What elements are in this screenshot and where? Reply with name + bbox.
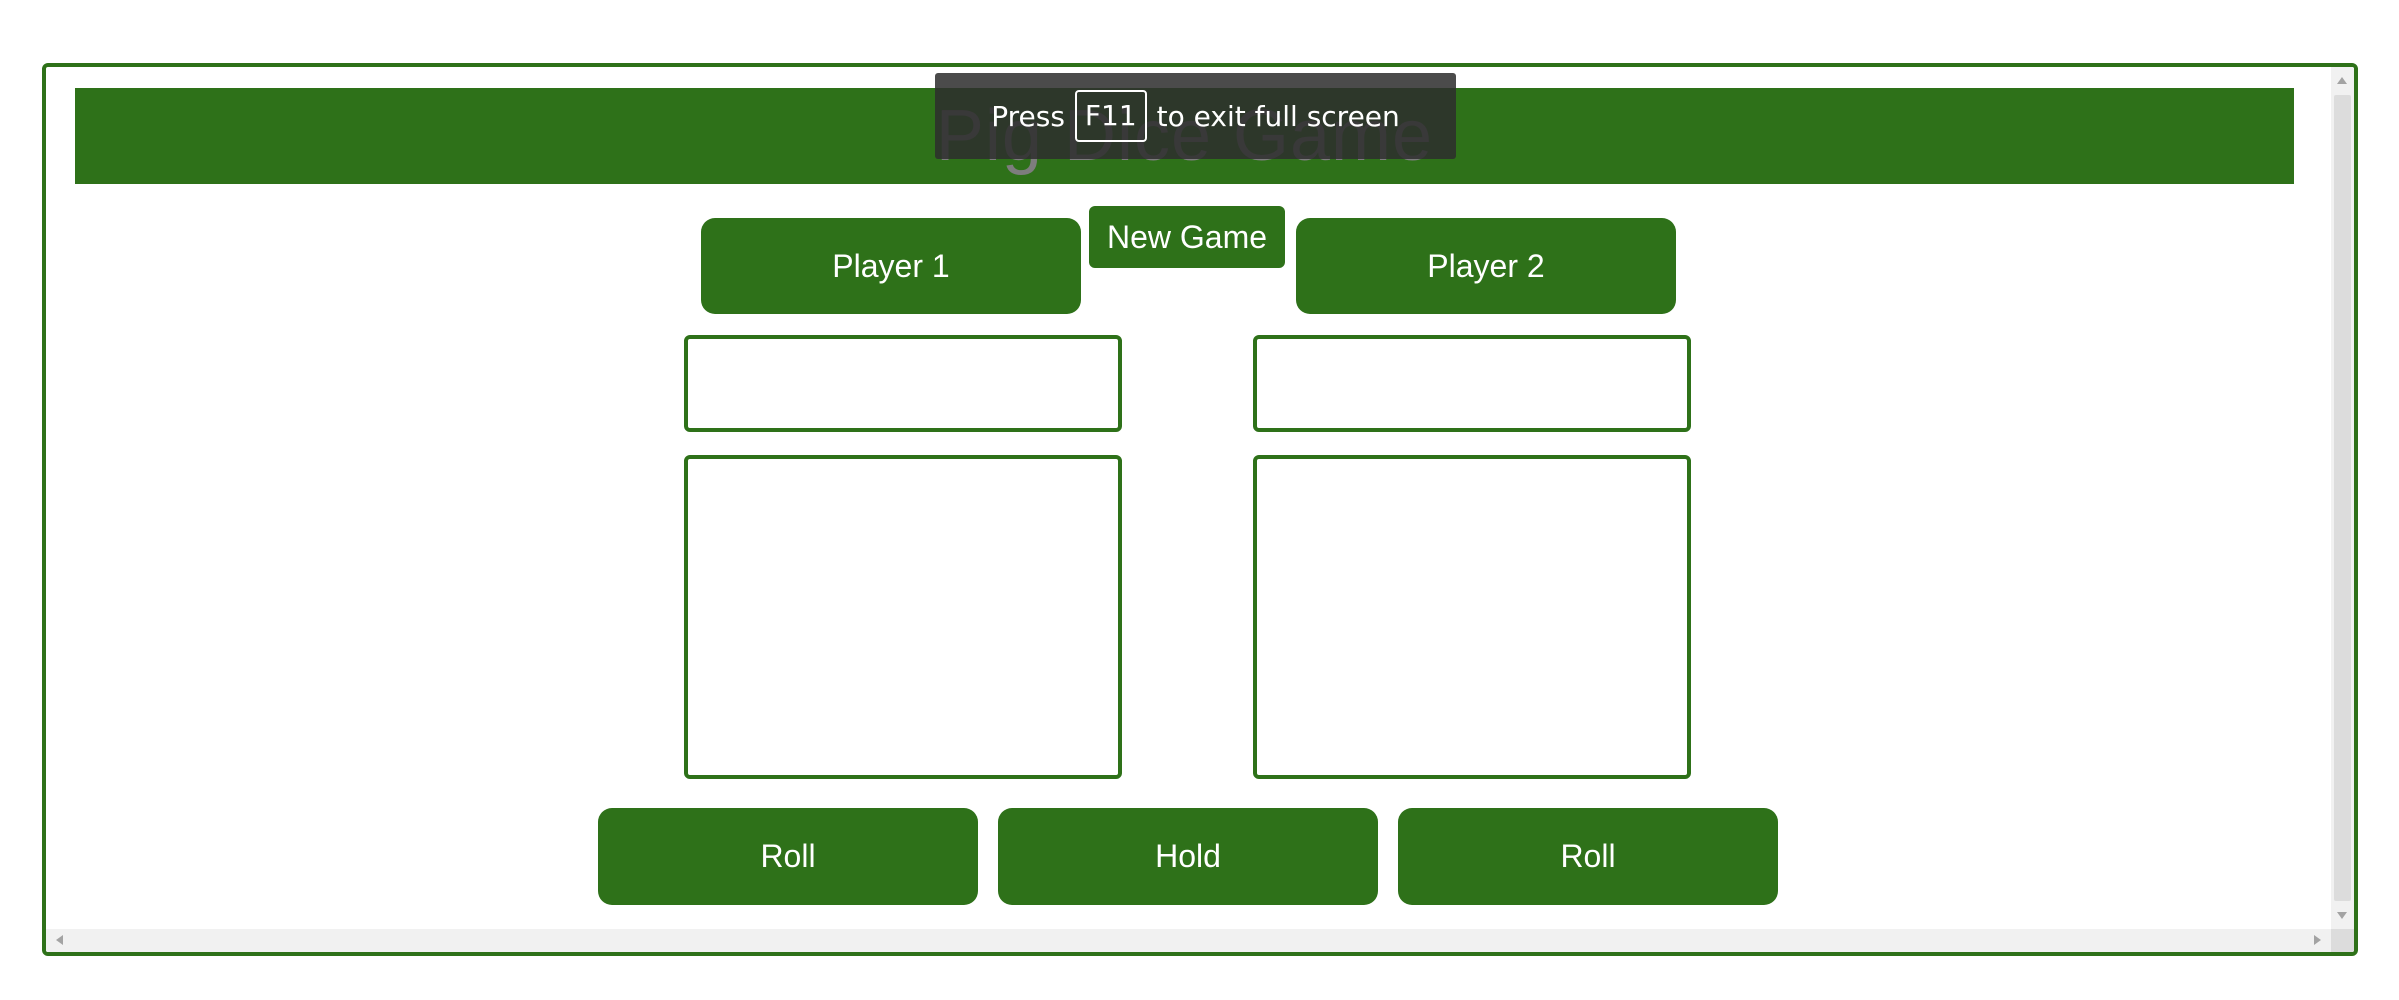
player-1-roll-button[interactable]: Roll (598, 808, 978, 905)
fullscreen-notice: Press F11 to exit full screen (935, 73, 1456, 159)
scroll-up-arrow-icon[interactable] (2337, 77, 2347, 84)
vertical-scrollbar[interactable] (2331, 67, 2354, 929)
hold-button[interactable]: Hold (998, 808, 1378, 905)
player-2-dice-area (1253, 455, 1691, 779)
player-1-dice-area (684, 455, 1122, 779)
scrollbar-corner (2331, 929, 2354, 952)
game-frame: Pig Dice Game New Game Player 1 Player 2… (42, 63, 2358, 956)
player-1-button[interactable]: Player 1 (701, 218, 1081, 314)
player-2-button[interactable]: Player 2 (1296, 218, 1676, 314)
fullscreen-notice-prefix: Press (991, 99, 1065, 133)
scroll-left-arrow-icon[interactable] (56, 935, 63, 945)
new-game-button[interactable]: New Game (1089, 206, 1285, 268)
player-1-score-box (684, 335, 1122, 432)
scroll-right-arrow-icon[interactable] (2314, 935, 2321, 945)
f11-key-badge: F11 (1074, 90, 1147, 142)
player-2-score-box (1253, 335, 1691, 432)
fullscreen-notice-suffix: to exit full screen (1156, 99, 1400, 133)
player-2-roll-button[interactable]: Roll (1398, 808, 1778, 905)
vertical-scroll-thumb[interactable] (2334, 95, 2351, 901)
horizontal-scrollbar[interactable] (46, 929, 2331, 952)
scroll-down-arrow-icon[interactable] (2337, 912, 2347, 919)
